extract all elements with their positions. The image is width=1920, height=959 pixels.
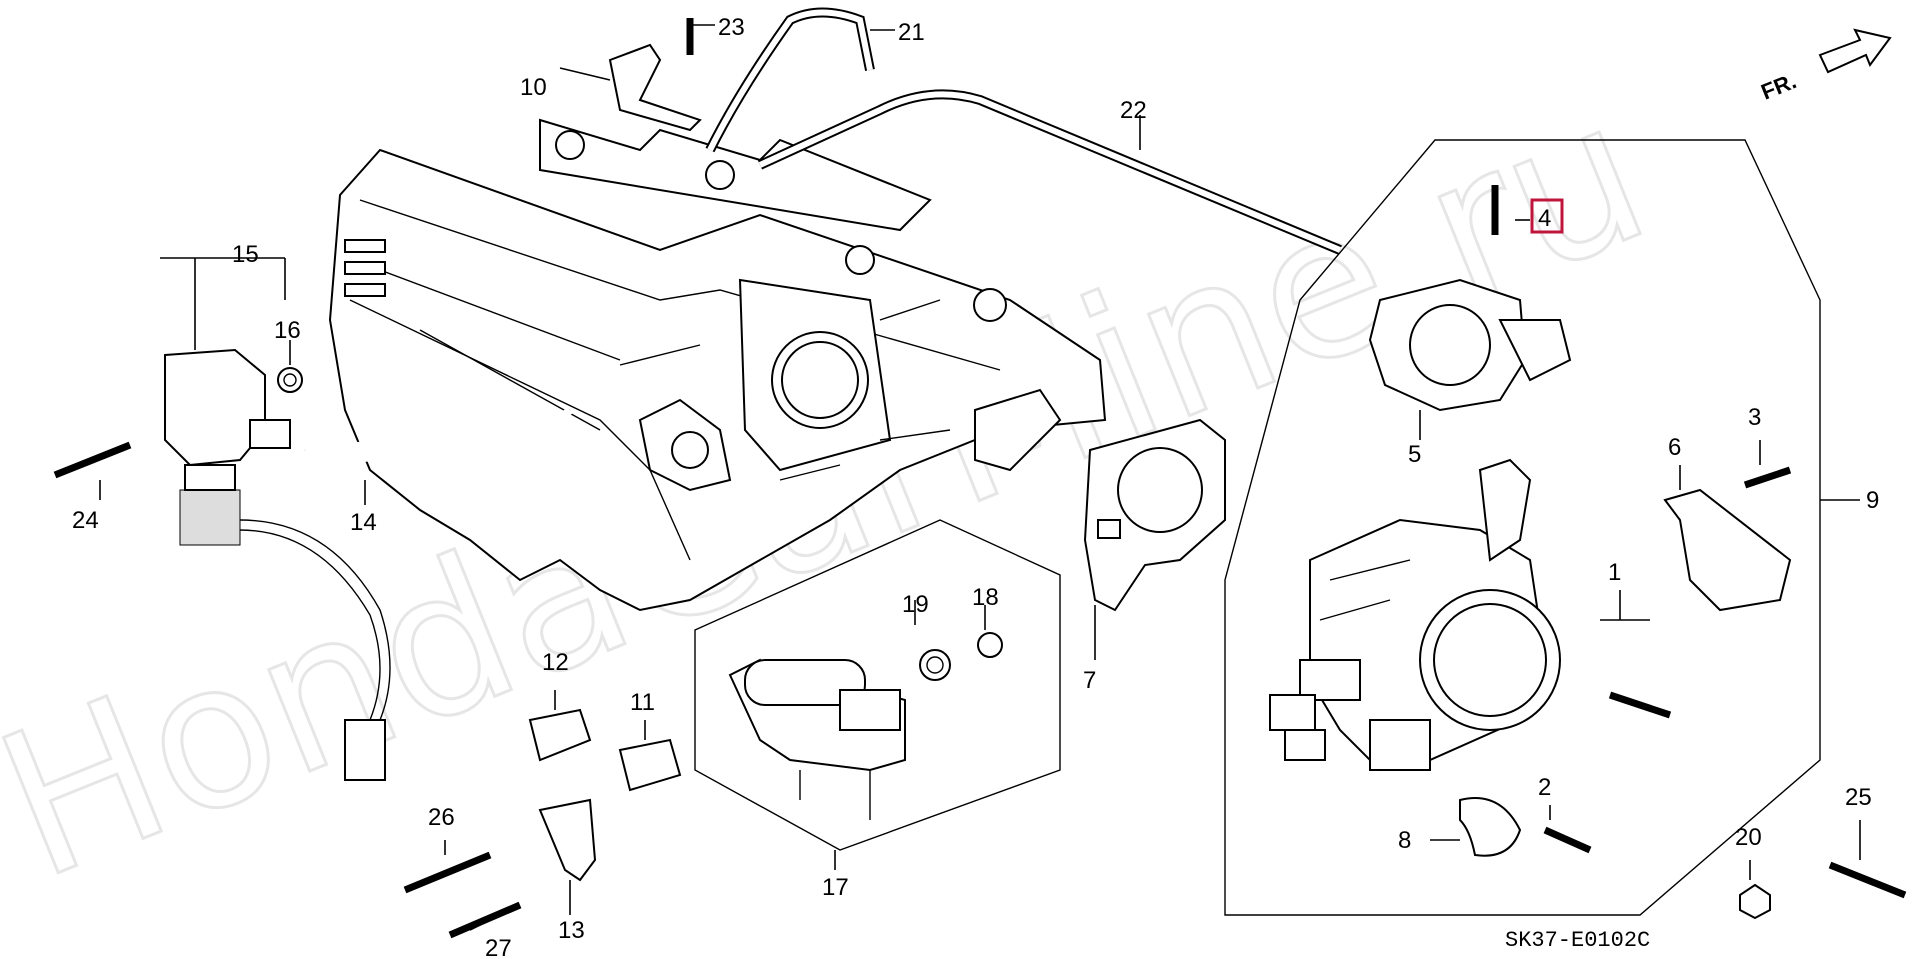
callout-16: 16 — [274, 317, 301, 344]
throttle-body — [1269, 458, 1561, 772]
bolt-26 — [403, 851, 492, 894]
callout-2: 2 — [1538, 774, 1551, 801]
group-outline-9 — [1224, 139, 1821, 916]
vacuum-hose-14-inner — [303, 390, 573, 462]
leader-lines — [99, 24, 1861, 931]
callout-9: 9 — [1866, 487, 1879, 514]
bolt-3 — [1743, 466, 1792, 489]
diagram-code: SK37-E0102C — [1505, 928, 1650, 953]
bolt-24 — [53, 441, 132, 479]
throttle-position-sensor — [1368, 278, 1572, 412]
callout-4: 4 — [1538, 205, 1551, 232]
callout-1: 1 — [1608, 559, 1621, 586]
callout-8: 8 — [1398, 827, 1411, 854]
throttle-gasket — [1083, 418, 1226, 612]
callout-22: 22 — [1120, 97, 1147, 124]
callout-13: 13 — [558, 917, 585, 944]
clip-12 — [528, 708, 592, 762]
nut-20 — [1739, 883, 1771, 920]
callout-10: 10 — [520, 74, 547, 101]
callout-14: 14 — [350, 509, 377, 536]
callout-3: 3 — [1748, 404, 1761, 431]
clamp-8 — [1459, 797, 1522, 857]
callout-24: 24 — [72, 507, 99, 534]
front-label: FR. — [1758, 68, 1800, 104]
callout-11: 11 — [630, 689, 655, 716]
callout-20: 20 — [1735, 824, 1762, 851]
washer-16 — [277, 367, 303, 393]
callout-19: 19 — [902, 591, 929, 618]
callout-26: 26 — [428, 804, 455, 831]
callout-15: 15 — [232, 241, 259, 268]
bolt-27 — [448, 901, 522, 939]
callouts: 24 15 16 14 10 23 21 22 4 5 6 3 9 1 2 8 … — [72, 14, 1879, 959]
bracket-6 — [1663, 488, 1792, 612]
bolt-2 — [1543, 826, 1592, 854]
callout-12: 12 — [542, 649, 569, 676]
washer-19-inner — [926, 656, 944, 674]
front-direction-arrow: FR. — [1758, 28, 1892, 105]
idle-control-valve — [728, 658, 906, 820]
group-outline-17 — [694, 519, 1061, 851]
callout-6: 6 — [1668, 434, 1681, 461]
bolt-1 — [1608, 691, 1672, 719]
bolt-25 — [1828, 861, 1907, 899]
callout-5: 5 — [1408, 441, 1421, 468]
callout-23: 23 — [718, 14, 745, 41]
callout-7: 7 — [1083, 667, 1096, 694]
callout-25: 25 — [1845, 784, 1872, 811]
nut-18 — [977, 632, 1003, 658]
bracket-13 — [538, 798, 597, 882]
intake-manifold — [328, 118, 1107, 612]
clip-11 — [618, 738, 682, 792]
washer-19 — [919, 649, 951, 681]
callout-27: 27 — [485, 935, 512, 959]
washer-16-inner — [283, 373, 297, 387]
callout-18: 18 — [972, 584, 999, 611]
egr-valve — [164, 348, 391, 781]
callout-21: 21 — [898, 19, 925, 46]
highlight-box-4 — [1530, 198, 1564, 234]
bracket-10 — [608, 43, 702, 132]
callout-17: 17 — [822, 874, 849, 901]
